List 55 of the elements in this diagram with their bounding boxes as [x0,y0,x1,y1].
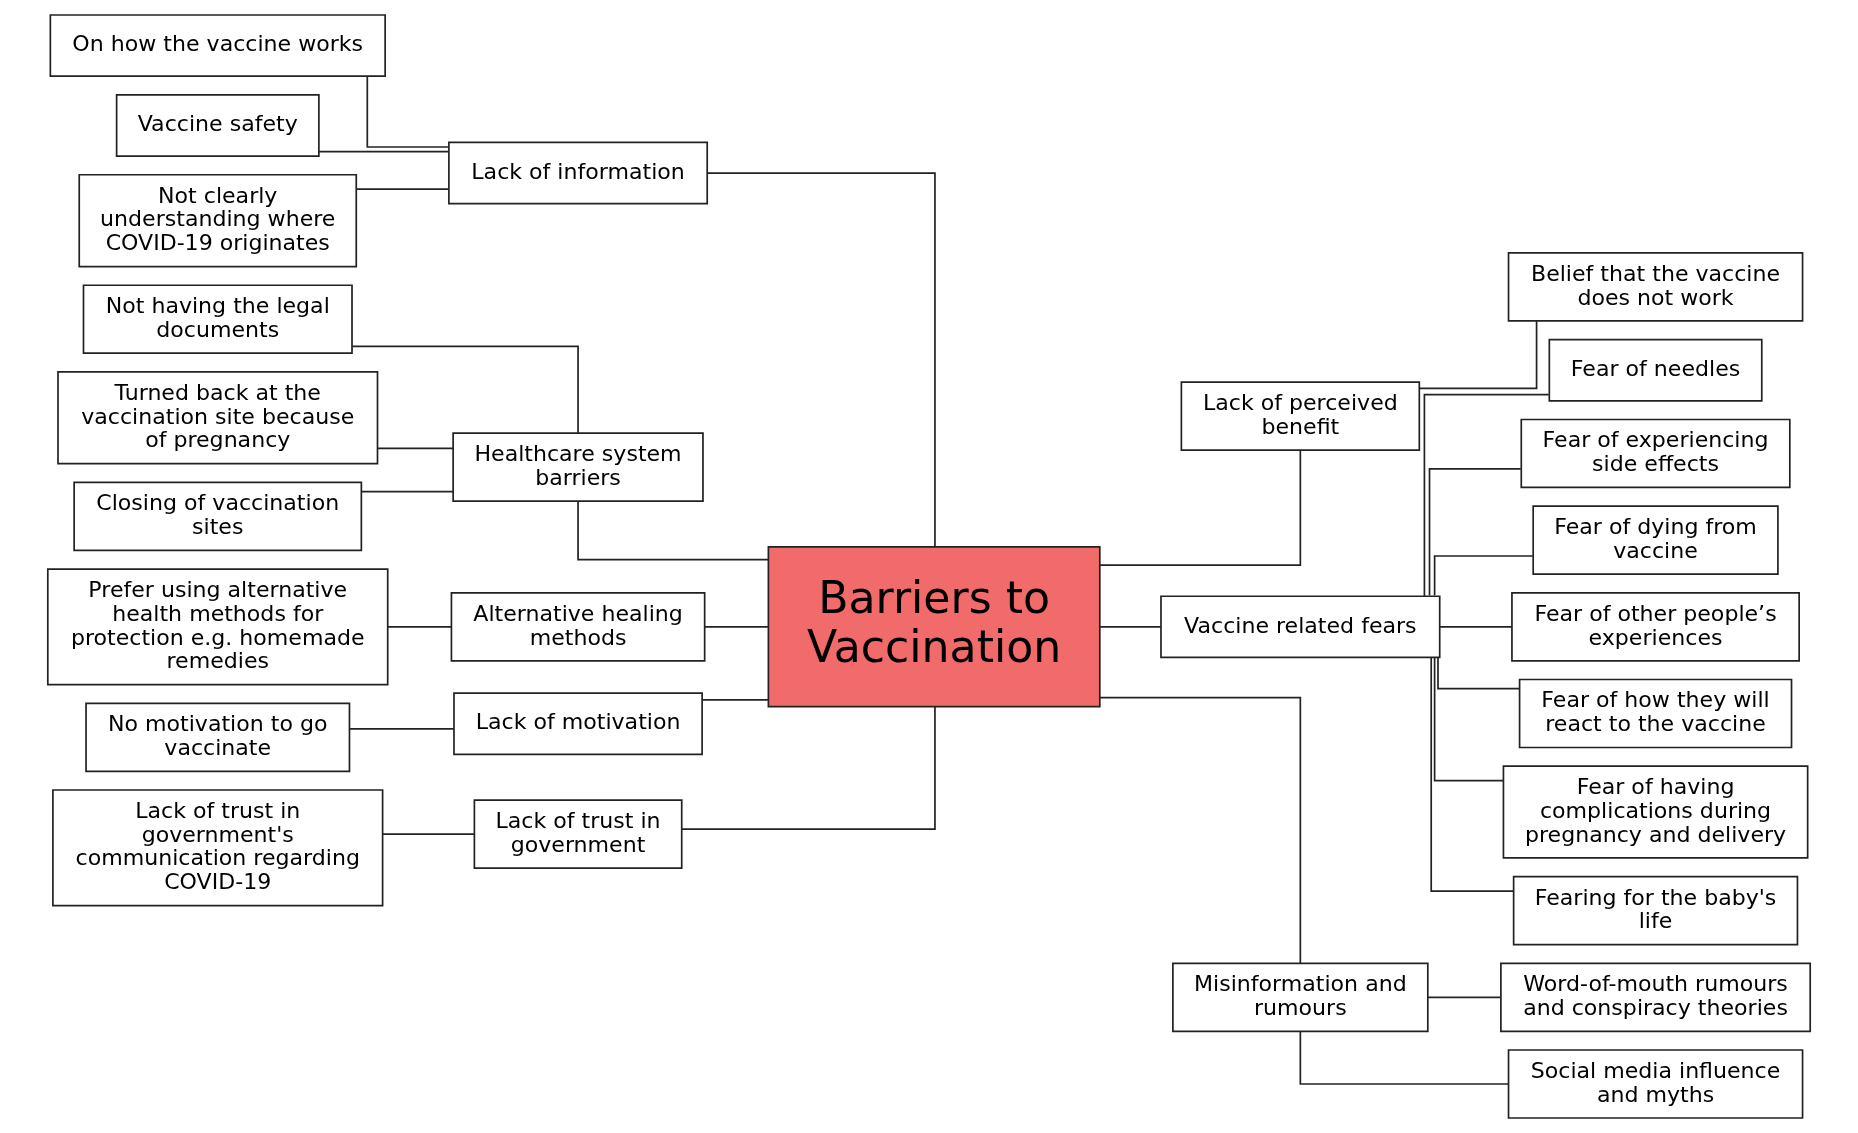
connector [1299,1030,1510,1085]
connector [318,150,450,153]
node-box: Fearing for the baby's life [1512,875,1799,946]
connector [1099,626,1162,628]
connector [381,833,475,835]
node-box: Vaccine safety [115,94,320,157]
connector [1437,656,1520,690]
node-box: Not clearly understanding where COVID-19 originates [78,173,358,268]
node-box: Lack of trust in government's communication regarding COVID-19 [52,789,384,907]
connector [1433,657,1505,782]
node-box: Fear of how they will react to the vaccine [1518,678,1793,749]
node-box: Closing of vaccination sites [73,481,363,552]
node-box: On how the vaccine works [49,14,386,78]
node-box: Belief that the vaccine does not work [1507,252,1804,322]
connector [1099,696,1302,964]
connector [1423,393,1550,597]
node-box: Turned back at the vaccination site because of pregnancy [57,371,379,465]
node-box: Vaccine related fears [1160,595,1441,659]
connector [680,705,936,830]
node-box: Misinformation and rumours [1172,962,1429,1033]
connector [577,500,769,561]
node-box: Barriers to Vaccination [767,546,1101,708]
connector [704,626,769,628]
connector [1428,467,1522,597]
node-box: Word-of-mouth rumours and conspiracy theories [1500,962,1812,1033]
node-box: Fear of needles [1548,338,1763,402]
node-box: Lack of information [448,141,709,205]
node-box: Lack of perceived benefit [1180,381,1421,451]
node-box: Lack of motivation [453,692,703,756]
connector [706,172,936,548]
connector [1430,656,1515,892]
connector [1433,555,1534,597]
connector [1419,320,1538,390]
connector [377,447,454,450]
connector [387,626,453,628]
node-box: Alternative healing methods [450,592,706,662]
connector [1099,449,1302,566]
node-box: Fear of having complications during pregnancy and delivery [1502,765,1809,859]
connector [366,75,450,148]
node-box: Social media influence and myths [1507,1049,1804,1119]
node-box: Fear of dying from vaccine [1532,505,1779,575]
node-box: Lack of trust in government [473,799,683,869]
connector [351,345,579,434]
node-box: Prefer using alternative health methods for protection e.g. homemade remedies [46,568,389,686]
node-box: No motivation to go vaccinate [85,702,351,773]
node-box: Healthcare system barriers [452,432,704,502]
node-box: Not having the legal documents [82,284,353,355]
node-box: Fear of other people’s experiences [1511,592,1800,662]
connector [349,727,455,730]
connector [701,699,770,701]
connector [355,188,450,191]
node-box: Fear of experiencing side effects [1520,418,1791,489]
connector [1427,996,1502,999]
connector [1438,626,1513,628]
connector [360,490,454,493]
